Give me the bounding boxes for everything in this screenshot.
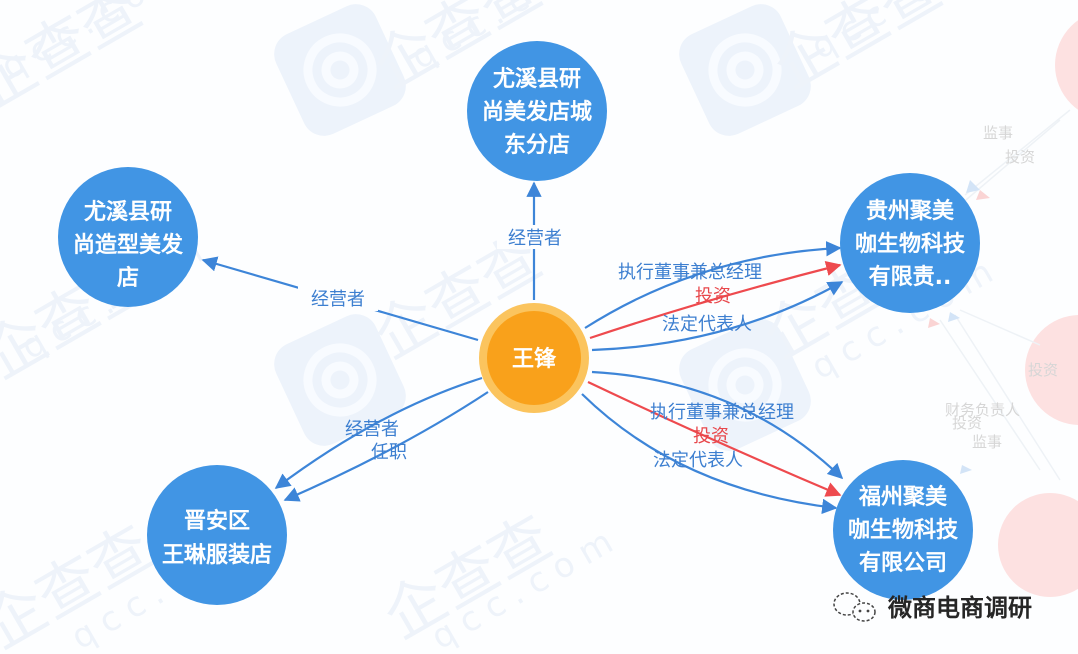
node-label-line: 王琳服装店 — [162, 543, 272, 568]
node-label-line: 咖生物科技 — [848, 517, 959, 543]
ghost-label: 投资 — [952, 414, 982, 432]
node-label-line: 尤溪县研 — [493, 67, 581, 92]
company-node-n1[interactable]: 尤溪县研 尚美发店城 东分店 — [467, 41, 607, 181]
company-node-n5[interactable]: 晋安区 王琳服装店 — [147, 465, 287, 605]
person-node-center[interactable]: 王锋 — [479, 303, 589, 413]
watermark-logo-icon — [274, 4, 406, 136]
edge-to-n3-invest[interactable] — [589, 260, 842, 340]
ghost-label: 投资 — [1028, 361, 1058, 379]
node-label-line: 店 — [117, 266, 139, 291]
footer-brand: 微商电商调研 — [833, 592, 1032, 622]
footer-brand-label: 微商电商调研 — [887, 594, 1032, 622]
edge-label: 执行董事兼总经理 — [650, 402, 794, 423]
watermark-logo-icon — [679, 4, 811, 136]
company-node-n2[interactable]: 尤溪县研 尚造型美发 店 — [58, 167, 198, 307]
company-node-n4[interactable]: 福州聚美 咖生物科技 有限公司 — [833, 460, 973, 600]
wechat-icon — [833, 592, 876, 622]
person-name: 王锋 — [512, 346, 557, 372]
node-label-line: 东分店 — [504, 132, 570, 158]
edges — [201, 181, 844, 515]
node-label-line: 咖生物科技 — [855, 231, 966, 257]
node-label-line: 尤溪县研 — [84, 200, 172, 225]
ghost-graph: 监事 投资 投资 财务负责人 投资 监事 — [928, 20, 1078, 597]
edge-label: 投资 — [695, 286, 731, 307]
edge-to-n4-invest[interactable] — [587, 381, 842, 497]
edge-to-n4-director[interactable] — [591, 370, 844, 480]
edge-to-n3-legal[interactable] — [591, 281, 844, 352]
node-label-line: 尚造型美发 — [73, 232, 184, 258]
ghost-node — [1055, 20, 1078, 110]
node-label-line: 有限责.. — [869, 264, 952, 290]
ghost-node — [998, 493, 1078, 597]
watermark-logo-icon — [274, 314, 406, 446]
node-label-line: 尚美发店城 — [482, 99, 592, 125]
ghost-label: 监事 — [972, 433, 1002, 451]
edge-label: 法定代表人 — [662, 314, 752, 335]
edge-label: 投资 — [693, 426, 729, 447]
edge-to-n4-legal[interactable] — [581, 393, 838, 515]
edge-to-n5-operator[interactable] — [274, 376, 483, 489]
edge-label: 法定代表人 — [653, 450, 743, 471]
ghost-label: 投资 — [1005, 148, 1035, 166]
ghost-node — [1025, 315, 1078, 425]
edge-label: 任职 — [371, 442, 407, 463]
ghost-label: 监事 — [983, 124, 1013, 142]
node-label-line: 晋安区 — [184, 508, 250, 534]
node-label-line: 福州聚美 — [858, 484, 948, 510]
edge-label: 经营者 — [508, 228, 562, 249]
ghost-label: 财务负责人 — [945, 401, 1020, 419]
edge-label: 经营者 — [345, 419, 399, 440]
edge-to-n3-director[interactable] — [584, 241, 842, 329]
company-node-n3[interactable]: 贵州聚美 咖生物科技 有限责.. — [840, 173, 980, 313]
node-label-line: 有限公司 — [859, 550, 947, 576]
node-label-line: 贵州聚美 — [866, 198, 955, 224]
edge-labels: 经营者 经营者 执行董事兼总经理 投资 法定代表人 执行董事兼总经理 投资 法定… — [298, 225, 794, 471]
edge-label: 经营者 — [311, 289, 365, 310]
edge-label: 执行董事兼总经理 — [618, 262, 762, 283]
edge-to-n5-position[interactable] — [283, 391, 489, 502]
